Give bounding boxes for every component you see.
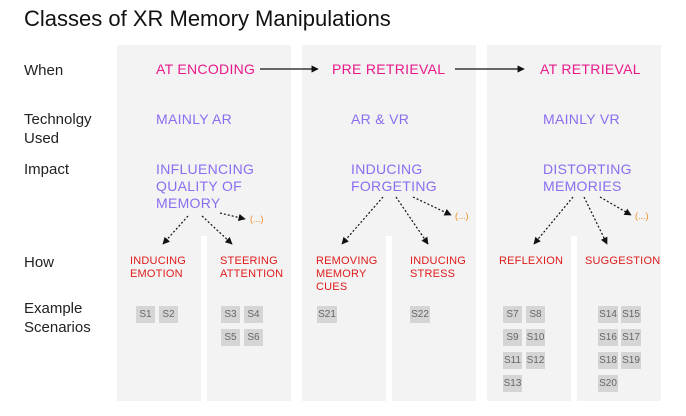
how-removing-memory-cues: REMOVING MEMORY CUES <box>316 255 378 294</box>
phase-pre-retrieval: PRE RETRIEVAL <box>332 61 446 77</box>
ellipsis-encoding: (...) <box>250 214 264 224</box>
column-at-retrieval <box>487 45 661 236</box>
how-line: CUES <box>316 281 348 293</box>
scenario-chip: S10 <box>526 329 545 346</box>
impact-encoding: INFLUENCING QUALITY OF MEMORY <box>156 161 254 212</box>
row-label-impact: Impact <box>24 161 70 178</box>
row-label-technology-line: Technolgy <box>24 111 92 128</box>
how-line: STEERING <box>220 255 278 267</box>
scenario-chip: S18 <box>598 352 618 369</box>
dotted-arrow-to-reflexion <box>533 196 574 245</box>
scenario-chip: S13 <box>503 375 522 392</box>
page-title: Classes of XR Memory Manipulations <box>24 6 391 31</box>
row-label-scenarios-line: Scenarios <box>24 319 91 336</box>
row-label-scenarios: Example Scenarios <box>24 299 91 337</box>
how-line: EMOTION <box>130 268 183 280</box>
dotted-arrow-to-suggestion <box>583 196 608 245</box>
subcolumn-removing-memory-cues <box>302 236 386 401</box>
subcolumn-suggestion <box>577 236 661 401</box>
dotted-arrow-to-ellipsis <box>219 212 246 221</box>
scenario-chip: S12 <box>526 352 545 369</box>
impact-line: QUALITY OF <box>156 178 242 194</box>
scenario-chip: S8 <box>526 306 545 323</box>
impact-line: MEMORY <box>156 195 221 211</box>
scenario-chip: S17 <box>621 329 641 346</box>
impact-pre-retrieval: INDUCING FORGETING <box>351 161 437 195</box>
scenario-chip: S9 <box>503 329 522 346</box>
impact-line: FORGETING <box>351 178 437 194</box>
technology-encoding: MAINLY AR <box>156 111 233 127</box>
row-label-when: When <box>24 62 64 79</box>
impact-line: INDUCING <box>351 161 423 177</box>
dotted-arrow-to-removing-memory-cues <box>341 196 384 245</box>
how-line: SUGGESTION <box>585 255 661 267</box>
scenario-chip: S1 <box>136 306 155 323</box>
scenario-chip: S6 <box>244 329 263 346</box>
how-line: REFLEXION <box>499 255 564 267</box>
scenario-chip: S11 <box>503 352 522 369</box>
dotted-arrow-to-steering-attention <box>201 215 233 245</box>
scenario-chip: S5 <box>221 329 240 346</box>
dotted-arrow-to-inducing-stress <box>395 196 429 245</box>
how-steering-attention: STEERING ATTENTION <box>220 255 283 281</box>
how-line: INDUCING <box>410 255 466 267</box>
impact-retrieval: DISTORTING MEMORIES <box>543 161 632 195</box>
how-line: STRESS <box>410 268 456 280</box>
how-inducing-stress: INDUCING STRESS <box>410 255 466 281</box>
scenario-chip: S3 <box>221 306 240 323</box>
scenario-chip: S16 <box>598 329 618 346</box>
column-pre-retrieval <box>302 45 476 236</box>
row-label-scenarios-line: Example <box>24 300 83 317</box>
technology-retrieval: MAINLY VR <box>543 111 620 127</box>
scenario-chip: S22 <box>410 306 430 323</box>
how-line: INDUCING <box>130 255 186 267</box>
how-inducing-emotion: INDUCING EMOTION <box>130 255 186 281</box>
row-label-technology-line: Used <box>24 130 60 147</box>
phase-at-retrieval: AT RETRIEVAL <box>540 61 641 77</box>
row-label-how: How <box>24 254 55 271</box>
scenario-chip: S7 <box>503 306 522 323</box>
scenario-chip: S20 <box>598 375 618 392</box>
ellipsis-pre-retrieval: (...) <box>455 211 469 221</box>
impact-line: DISTORTING <box>543 161 632 177</box>
scenario-chip: S2 <box>159 306 178 323</box>
phase-at-encoding: AT ENCODING <box>156 61 256 77</box>
scenario-chip: S19 <box>621 352 641 369</box>
subcolumn-inducing-stress <box>392 236 476 401</box>
ellipsis-retrieval: (...) <box>635 211 649 221</box>
scenario-chip: S21 <box>317 306 337 323</box>
how-line: MEMORY <box>316 268 367 280</box>
dotted-arrow-to-inducing-emotion <box>162 215 189 245</box>
dotted-arrow-to-ellipsis <box>599 196 632 216</box>
column-at-encoding <box>117 45 291 236</box>
how-line: REMOVING <box>316 255 378 267</box>
impact-line: INFLUENCING <box>156 161 255 177</box>
scenario-chip: S14 <box>598 306 618 323</box>
dotted-arrow-to-ellipsis <box>412 196 452 216</box>
scenario-chip: S4 <box>244 306 263 323</box>
how-reflexion: REFLEXION <box>499 255 563 268</box>
how-suggestion: SUGGESTION <box>585 255 660 268</box>
how-line: ATTENTION <box>220 268 284 280</box>
scenario-chip: S15 <box>621 306 641 323</box>
impact-line: MEMORIES <box>543 178 622 194</box>
technology-pre-retrieval: AR & VR <box>351 111 410 127</box>
row-label-technology: Technolgy Used <box>24 110 92 148</box>
